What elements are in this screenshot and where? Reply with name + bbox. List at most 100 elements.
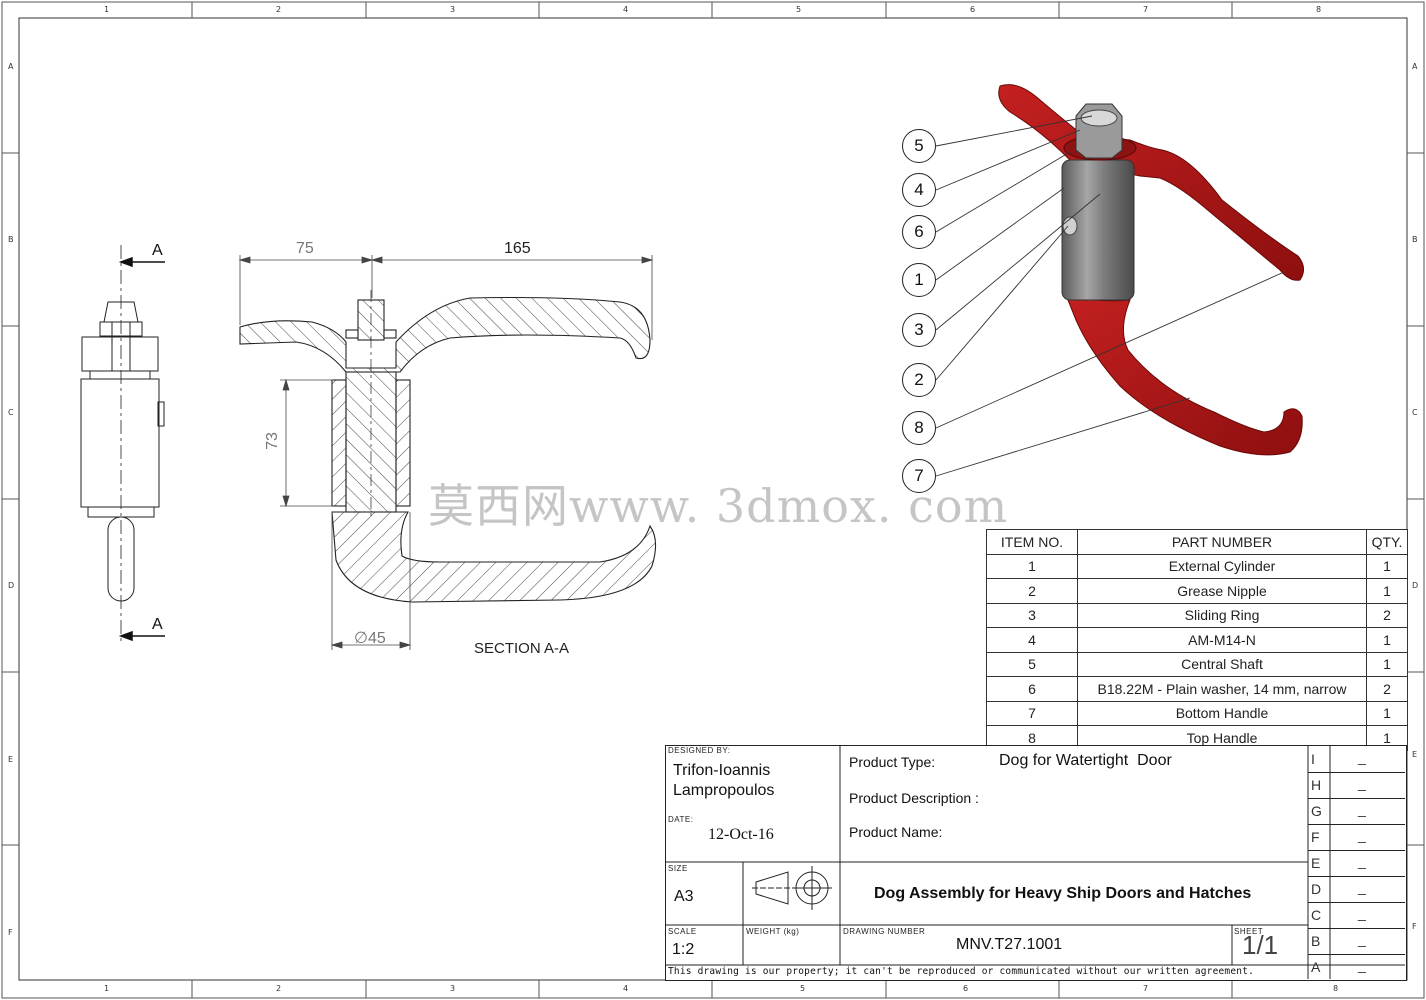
- cylinder-left-section: [331, 379, 347, 507]
- zone-left-c: C: [8, 408, 14, 417]
- revision-value: _: [1358, 853, 1366, 869]
- bom-header-row: ITEM NO. PART NUMBER QTY.: [986, 529, 1408, 555]
- bom-cell-qty: 2: [1366, 602, 1408, 628]
- revision-value: _: [1358, 879, 1366, 895]
- bom-cell-item: 1: [986, 553, 1078, 579]
- bottom-handle-3d: [1063, 288, 1303, 456]
- section-label: SECTION A-A: [474, 640, 570, 657]
- bom-header-part: PART NUMBER: [1077, 529, 1367, 555]
- designer-name-line1: Trifon-Ioannis: [673, 762, 771, 779]
- section-view: [239, 290, 657, 603]
- dimension-45: ∅45: [354, 630, 386, 647]
- side-view: [80, 245, 165, 645]
- zone-right-f: F: [1412, 922, 1417, 931]
- section-marker-bottom: A: [152, 616, 163, 633]
- zone-right-d: D: [1412, 581, 1419, 590]
- drawing-title: Dog Assembly for Heavy Ship Doors and Ha…: [874, 885, 1252, 902]
- designed-by-label: DESIGNED BY:: [668, 746, 731, 755]
- bom-cell-qty: 1: [1366, 578, 1408, 604]
- bom-cell-qty: 1: [1366, 553, 1408, 579]
- revision-row: A_: [1308, 955, 1405, 981]
- revision-value: _: [1358, 827, 1366, 843]
- callout-balloon: 6: [902, 215, 936, 249]
- central-shaft-section: [345, 371, 397, 513]
- bom-cell-qty: 1: [1366, 627, 1408, 653]
- revision-letter: A: [1311, 959, 1321, 975]
- bom-cell-qty: 1: [1366, 700, 1408, 726]
- zone-top-3: 3: [450, 5, 456, 14]
- product-type-value: Dog for Watertight Door: [999, 752, 1172, 769]
- designer-name-line2: Lampropoulos: [673, 782, 775, 799]
- zone-right-c: C: [1412, 408, 1418, 417]
- zone-right-e: E: [1412, 750, 1418, 759]
- bom-cell-item: 5: [986, 651, 1078, 677]
- bom-cell-part: Sliding Ring: [1077, 602, 1367, 628]
- zone-top-7: 7: [1143, 5, 1149, 14]
- washer-right: [383, 329, 397, 339]
- revision-letter: C: [1311, 907, 1322, 923]
- revision-row: E_: [1308, 851, 1405, 877]
- title-block: [665, 745, 1407, 981]
- dimensions: [238, 255, 654, 650]
- zone-top-2: 2: [276, 5, 282, 14]
- zone-top-5: 5: [796, 5, 802, 14]
- dimension-75: 75: [296, 240, 314, 257]
- bom-cell-part: Grease Nipple: [1077, 578, 1367, 604]
- callout-balloon: 8: [902, 411, 936, 445]
- product-description-label: Product Description :: [849, 790, 979, 806]
- revision-row: F_: [1308, 825, 1405, 851]
- washer-left: [345, 329, 359, 339]
- section-arrow-top: [118, 256, 165, 268]
- product-name-label: Product Name:: [849, 824, 943, 840]
- revision-letter: B: [1311, 933, 1321, 949]
- revision-value: _: [1358, 957, 1366, 973]
- revision-letter: I: [1311, 751, 1315, 767]
- zone-left-f: F: [8, 928, 13, 937]
- callout-balloon: 4: [902, 173, 936, 207]
- bom-cell-part: AM-M14-N: [1077, 627, 1367, 653]
- sheet-label: SHEET: [1234, 927, 1264, 936]
- revision-value: _: [1358, 905, 1366, 921]
- dimension-165: 165: [504, 240, 531, 257]
- watermark: 莫西网www. 3dmox. com: [428, 479, 1009, 533]
- callout-balloon: 7: [902, 459, 936, 493]
- revision-row: G_: [1308, 799, 1405, 825]
- size-label: SIZE: [668, 864, 688, 873]
- callout-balloon: 2: [902, 363, 936, 397]
- revision-value: _: [1358, 775, 1366, 791]
- disclaimer: This drawing is our property; it can't b…: [668, 966, 1255, 977]
- zone-top-6: 6: [970, 5, 976, 14]
- cylinder-right-section: [395, 379, 411, 507]
- bottom-handle-section: [331, 511, 657, 603]
- zone-right-b: B: [1412, 235, 1418, 244]
- zone-right-a: A: [1412, 62, 1418, 71]
- callout-balloon: 3: [902, 313, 936, 347]
- zone-left-b: B: [8, 235, 14, 244]
- section-arrow-bottom: [118, 630, 165, 642]
- balloon-leaders: [935, 115, 1285, 477]
- revision-row: C_: [1308, 903, 1405, 929]
- zone-top-8: 8: [1316, 5, 1322, 14]
- zone-left-e: E: [8, 755, 14, 764]
- sheet-value: 1/1: [1242, 930, 1279, 960]
- projection-symbol: [752, 866, 832, 910]
- bom-cell-part: Central Shaft: [1077, 651, 1367, 677]
- drawing-number-label: DRAWING NUMBER: [843, 927, 926, 936]
- revision-row: H_: [1308, 773, 1405, 799]
- zone-bottom-7: 7: [1143, 984, 1149, 993]
- revision-value: _: [1358, 749, 1366, 765]
- zone-bottom-8: 8: [1333, 984, 1339, 993]
- scale-value: 1:2: [672, 941, 695, 958]
- revision-letter: G: [1311, 803, 1322, 819]
